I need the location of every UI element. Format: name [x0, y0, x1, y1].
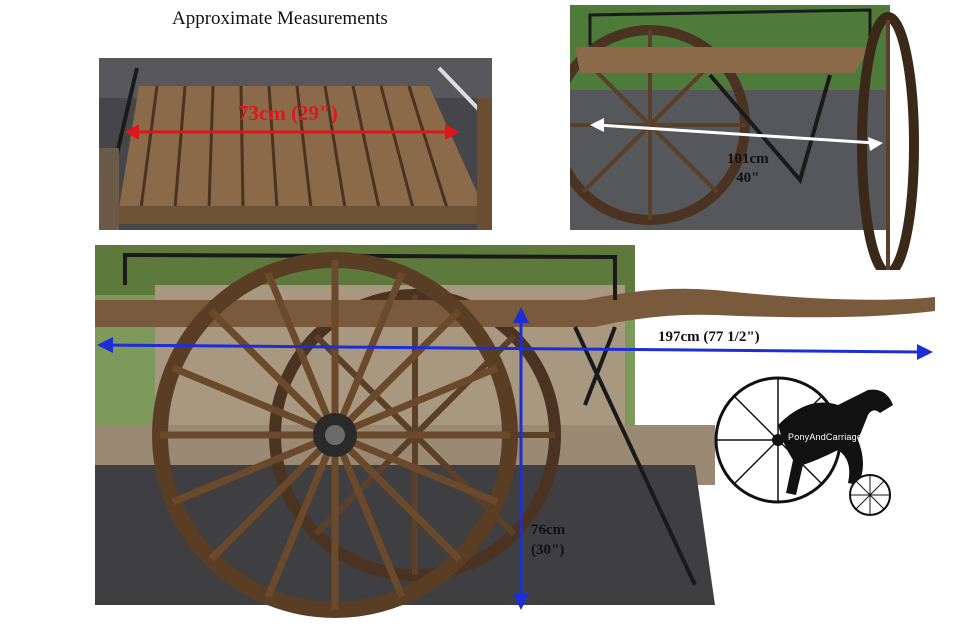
horse-and-cart-icon [708, 365, 903, 525]
axle-photo-image [570, 5, 920, 270]
seat-photo-image [99, 58, 492, 230]
page-title: Approximate Measurements [172, 8, 388, 29]
wheel-height-in: (30") [531, 542, 565, 558]
seat-width-label: 73cm (29") [238, 101, 338, 125]
cart-side-photo-image [95, 245, 940, 640]
axle-width-cm: 101cm [727, 151, 769, 167]
wheel-height-cm: 76cm [531, 522, 566, 538]
wheel-height-label: 76cm (30") [531, 520, 565, 560]
axle-width-in: 40" [736, 170, 760, 186]
seat-photo [99, 58, 492, 230]
logo-graphic [714, 376, 893, 516]
cart-side-photo [95, 245, 940, 640]
logo-text: PonyAndCarriage.co.uk [788, 432, 888, 442]
axle-width-label: 101cm 40" [727, 150, 769, 188]
axle-photo [570, 5, 920, 270]
total-length-label: 197cm (77 1/2") [658, 329, 760, 345]
